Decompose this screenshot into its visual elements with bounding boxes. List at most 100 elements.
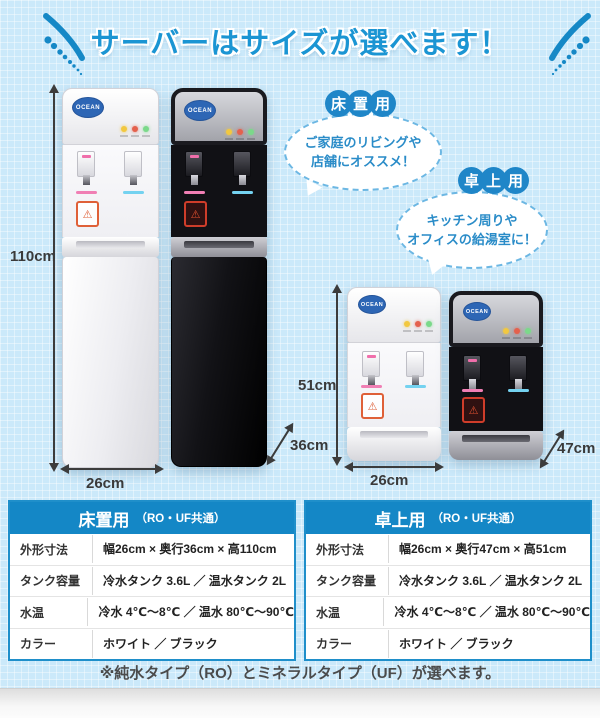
row-label: タンク容量 [20,574,81,589]
hot-water-tap [362,351,380,385]
indicator-lights-icon [403,321,433,332]
desktop-height-label: 51cm [298,377,337,394]
brand-logo: OCEAN [358,295,386,314]
row-label: 外形寸法 [20,542,69,557]
indicator-lights-icon [120,126,150,137]
row-value: 冷水 4℃～8℃ ／ 温水 80℃～90℃ [383,598,590,627]
floor-type-badge: 床 置 用 [325,90,396,117]
row-value: 冷水タンク 3.6L ／ 温水タンク 2L [92,566,294,595]
page-title: サーバーはサイズが選べます！ [90,28,510,60]
swoosh-left-icon [43,13,85,76]
bubble-text: ご家庭のリビングや [304,134,422,150]
row-value: 冷水 4℃～8℃ ／ 温水 80℃～90℃ [87,598,294,627]
cold-indicator-strip [405,385,426,388]
cold-indicator-strip [123,191,144,194]
footnote: ※純水タイプ（RO）とミネラルタイプ（UF）が選べます。 [99,665,501,682]
floor-type-speech-bubble: ご家庭のリビングや 店舗にオススメ！ [284,113,442,191]
tap-section: ⚠ [171,145,267,237]
table-row: 水温 冷水 4℃～8℃ ／ 温水 80℃～90℃ [10,596,294,628]
table-row: 外形寸法 幅26cm × 奥行36cm × 高110cm [10,534,294,565]
cold-water-tap [509,355,527,389]
drip-tray [449,431,543,460]
floor-depth-label: 36cm [290,437,329,454]
hot-water-tap [77,151,95,185]
hot-indicator-strip [462,389,483,392]
row-value: ホワイト ／ ブラック [388,629,590,658]
cabinet-body [171,257,267,467]
height-arrow-desktop [332,284,342,466]
width-arrow-desktop [344,462,444,472]
row-value: 冷水タンク 3.6L ／ 温水タンク 2L [388,566,590,595]
bubble-text: キッチン周りや [426,212,518,228]
table-row: 水温 冷水 4℃～8℃ ／ 温水 80℃～90℃ [306,596,590,628]
cold-water-tap [124,151,142,185]
desktop-dispenser-black: OCEAN ⚠ [449,291,543,460]
table-row: タンク容量 冷水タンク 3.6L ／ 温水タンク 2L [306,564,590,597]
badge-char: 用 [502,167,529,194]
row-value: 幅26cm × 奥行36cm × 高110cm [92,535,294,564]
tap-section: ⚠ [62,145,159,237]
tap-section: ⚠ [449,347,543,431]
bottom-divider [0,688,600,718]
desktop-dispenser-white: OCEAN ⚠ [347,287,441,461]
indicator-lights-icon [502,328,532,339]
cold-water-tap [406,351,424,385]
tap-section: ⚠ [347,343,441,427]
floor-height-label: 110cm [10,248,56,265]
desktop-type-badge: 卓 上 用 [458,167,529,194]
dispenser-head-panel: OCEAN [62,88,159,145]
row-label: 水温 [20,605,45,620]
cold-water-tap [233,151,251,185]
cold-indicator-strip [232,191,253,194]
dispenser-head-panel: OCEAN [171,88,267,145]
spec-table-header: 床置用 （RO・UF共通） [10,502,294,534]
drip-tray [62,237,159,257]
indicator-lights-icon [225,129,255,140]
row-value: 幅26cm × 奥行47cm × 高51cm [388,535,590,564]
brand-logo: OCEAN [72,97,104,118]
caution-sticker-icon: ⚠ [462,397,485,423]
spec-table-header: 卓上用 （RO・UF共通） [306,502,590,534]
drip-tray [347,427,441,461]
bubble-text: 店舗にオススメ！ [310,154,415,169]
table-row: カラー ホワイト ／ ブラック [306,627,590,660]
hot-indicator-strip [76,191,97,194]
bubble-text: オフィスの給湯室に！ [407,232,537,247]
spec-table-body: 外形寸法 幅26cm × 奥行36cm × 高110cm タンク容量 冷水タンク… [10,534,294,659]
hot-indicator-strip [361,385,382,388]
table-row: カラー ホワイト ／ ブラック [10,627,294,660]
dispenser-head-panel: OCEAN [347,287,441,343]
brand-logo: OCEAN [463,302,491,321]
floor-width-label: 26cm [86,475,125,492]
spec-table-desktop: 卓上用 （RO・UF共通） 外形寸法 幅26cm × 奥行47cm × 高51c… [304,500,592,661]
cold-indicator-strip [508,389,529,392]
hot-water-tap [463,355,481,389]
spec-table-body: 外形寸法 幅26cm × 奥行47cm × 高51cm タンク容量 冷水タンク … [306,534,590,659]
caution-sticker-icon: ⚠ [361,393,384,419]
row-label: 外形寸法 [316,542,365,557]
depth-arrow-floor [270,429,290,459]
floor-dispenser-white: OCEAN ⚠ [62,88,159,468]
floor-dispenser-black: OCEAN ⚠ [171,88,267,467]
row-label: タンク容量 [316,574,377,589]
spec-table-title: 卓上用 [374,510,426,530]
brand-logo: OCEAN [184,100,216,121]
swoosh-right-icon [549,13,591,76]
caution-sticker-icon: ⚠ [76,201,99,227]
desktop-depth-label: 47cm [557,440,596,457]
spec-table-subtitle: （RO・UF共通） [431,513,522,525]
spec-table-floor: 床置用 （RO・UF共通） 外形寸法 幅26cm × 奥行36cm × 高110… [8,500,296,661]
cabinet-body [62,257,159,468]
desktop-type-speech-bubble: キッチン周りや オフィスの給湯室に！ [396,191,548,269]
caution-sticker-icon: ⚠ [184,201,207,227]
drip-tray [171,237,267,257]
hot-water-tap [185,151,203,185]
row-label: カラー [20,637,57,652]
badge-char: 用 [369,90,396,117]
spec-table-subtitle: （RO・UF共通） [135,513,226,525]
row-label: 水温 [316,605,341,620]
table-row: タンク容量 冷水タンク 3.6L ／ 温水タンク 2L [10,564,294,597]
table-row: 外形寸法 幅26cm × 奥行47cm × 高51cm [306,534,590,565]
row-label: カラー [316,637,353,652]
